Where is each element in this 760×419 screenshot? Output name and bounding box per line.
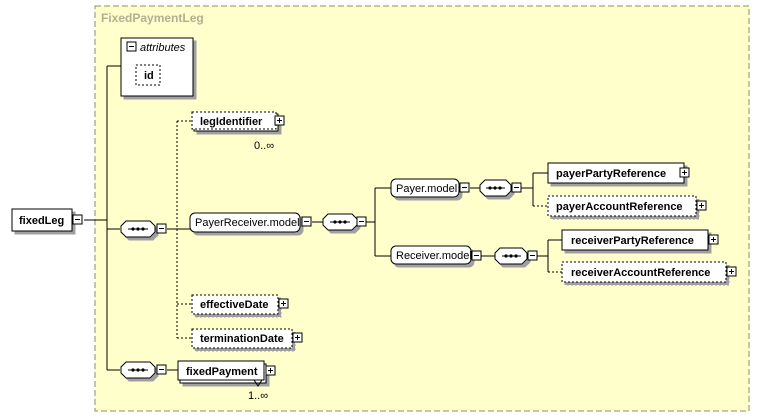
fixed-payment-cardinality: 1..∞ xyxy=(248,390,268,402)
sequence-compositor-receiver[interactable] xyxy=(494,247,538,265)
receiver-account-reference-label: receiverAccountReference xyxy=(571,267,710,279)
fixed-leg-collapse-icon[interactable] xyxy=(72,214,83,225)
termination-date-expand-icon[interactable] xyxy=(292,332,303,343)
group-payer-model[interactable]: Payer.model xyxy=(390,178,470,198)
sequence-payer-receiver-collapse-icon[interactable] xyxy=(356,216,367,227)
group-receiver-model[interactable]: Receiver.model xyxy=(390,245,482,265)
payer-account-reference-label: payerAccountReference xyxy=(556,201,683,213)
element-fixed-leg[interactable]: fixedLeg xyxy=(11,208,83,232)
group-payer-receiver-model[interactable]: PayerReceiver.model xyxy=(189,212,312,233)
effective-date-label: effectiveDate xyxy=(200,299,268,311)
attributes-header: attributes xyxy=(140,42,186,54)
group-title: FixedPaymentLeg xyxy=(101,11,204,25)
payer-party-reference-label: payerPartyReference xyxy=(556,168,666,180)
element-termination-date[interactable]: terminationDate xyxy=(191,328,303,349)
payer-receiver-model-collapse-icon[interactable] xyxy=(301,216,312,227)
receiver-model-label: Receiver.model xyxy=(396,250,472,262)
element-payer-party-reference[interactable]: payerPartyReference xyxy=(547,162,690,184)
payer-account-reference-expand-icon[interactable] xyxy=(696,200,707,211)
leg-identifier-label: legIdentifier xyxy=(200,116,263,128)
receiver-party-reference-label: receiverPartyReference xyxy=(571,235,694,247)
sequence-compositor-payer[interactable] xyxy=(479,179,522,197)
sequence-compositor-main[interactable] xyxy=(120,220,167,238)
element-payer-account-reference[interactable]: payerAccountReference xyxy=(547,195,707,217)
attributes-box: attributes id xyxy=(120,37,194,97)
element-fixed-payment[interactable]: fixedPayment 1..∞ xyxy=(177,360,276,402)
payer-party-reference-expand-icon[interactable] xyxy=(679,167,690,178)
receiver-account-reference-expand-icon[interactable] xyxy=(726,266,737,277)
receiver-party-reference-expand-icon[interactable] xyxy=(708,234,719,245)
payer-receiver-model-label: PayerReceiver.model xyxy=(195,217,300,229)
sequence-payer-collapse-icon[interactable] xyxy=(511,182,522,193)
sequence-compositor-payer-receiver[interactable] xyxy=(322,213,367,231)
leg-identifier-cardinality: 0..∞ xyxy=(254,140,274,152)
payer-model-label: Payer.model xyxy=(396,183,457,195)
sequence-receiver-collapse-icon[interactable] xyxy=(527,250,538,261)
receiver-model-collapse-icon[interactable] xyxy=(471,250,482,261)
element-receiver-account-reference[interactable]: receiverAccountReference xyxy=(561,261,737,283)
termination-date-label: terminationDate xyxy=(200,333,284,345)
payer-model-collapse-icon[interactable] xyxy=(459,182,470,193)
connectors xyxy=(84,65,562,371)
leg-identifier-expand-icon[interactable] xyxy=(274,115,285,126)
attribute-id[interactable]: id xyxy=(144,70,154,82)
element-leg-identifier[interactable]: legIdentifier 0..∞ xyxy=(191,111,285,152)
sequence-payment-collapse-icon[interactable] xyxy=(156,364,167,375)
element-effective-date[interactable]: effectiveDate xyxy=(191,294,289,315)
fixed-payment-expand-icon[interactable] xyxy=(265,365,276,376)
sequence-main-collapse-icon[interactable] xyxy=(156,223,167,234)
fixed-leg-label: fixedLeg xyxy=(19,215,64,227)
sequence-compositor-payment[interactable] xyxy=(120,361,167,379)
fixed-payment-label: fixedPayment xyxy=(186,366,258,378)
attributes-collapse-icon[interactable] xyxy=(126,41,137,52)
effective-date-expand-icon[interactable] xyxy=(278,298,289,309)
element-receiver-party-reference[interactable]: receiverPartyReference xyxy=(561,229,719,251)
